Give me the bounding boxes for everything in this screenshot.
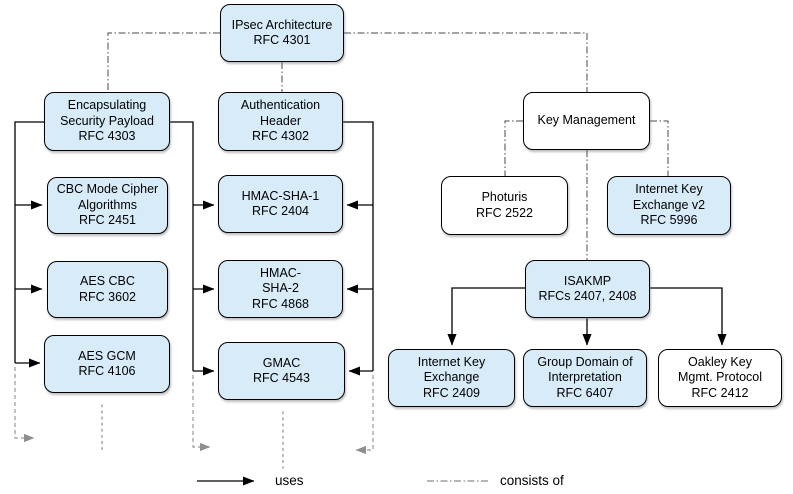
node-aes-gcm: AES GCM RFC 4106 (44, 335, 170, 393)
node-gmac: GMAC RFC 4543 (218, 342, 345, 400)
legend-uses-label: uses (275, 473, 304, 488)
legend-consists-of-label: consists of (500, 473, 564, 488)
rail-ah-right (343, 121, 374, 371)
node-group-domain-of-interpretation: Group Domain of Interpretation RFC 6407 (523, 349, 647, 407)
rail-esp-left (14, 121, 44, 363)
connector-ipsec-to-esp (107, 32, 220, 92)
arrow-isakmp-to-ike (447, 287, 525, 346)
connector-keymgmt-to-photuris (504, 120, 523, 176)
node-isakmp: ISAKMP RFCs 2407, 2408 (525, 260, 650, 318)
rail-esp-right (170, 121, 194, 371)
node-ipsec-architecture: IPsec Architecture RFC 4301 (220, 4, 344, 62)
node-cbc-mode-cipher-algorithms: CBC Mode Cipher Algorithms RFC 2451 (47, 177, 168, 234)
node-internet-key-exchange-v2: Internet Key Exchange v2 RFC 5996 (607, 176, 731, 235)
node-encapsulating-security-payload: Encapsulating Security Payload RFC 4303 (44, 92, 170, 151)
arrow-isakmp-to-oakley (650, 287, 727, 346)
node-hmac-sha-2: HMAC- SHA-2 RFC 4868 (218, 260, 343, 318)
connector-ipsec-to-keymgmt (344, 32, 588, 92)
node-key-management: Key Management (523, 92, 650, 150)
continuation-esp-right (192, 375, 211, 452)
continuation-esp-left (14, 367, 35, 443)
node-authentication-header: Authentication Header RFC 4302 (218, 92, 343, 151)
node-hmac-sha-1: HMAC-SHA-1 RFC 2404 (218, 175, 343, 233)
connector-keymgmt-to-ikev2 (650, 120, 669, 176)
node-photuris: Photuris RFC 2522 (441, 176, 568, 235)
node-aes-cbc: AES CBC RFC 3602 (47, 261, 168, 318)
continuation-ah-right (355, 375, 374, 455)
node-internet-key-exchange: Internet Key Exchange RFC 2409 (388, 349, 515, 407)
node-oakley-key-mgmt-protocol: Oakley Key Mgmt. Protocol RFC 2412 (658, 349, 782, 407)
